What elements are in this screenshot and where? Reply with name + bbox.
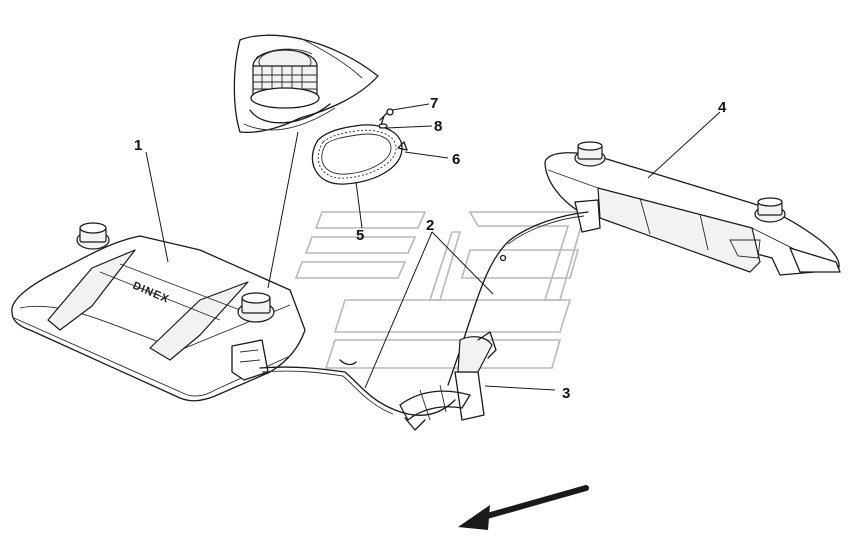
callout-4: 4 [718,99,727,116]
tank-secondary [544,141,841,276]
direction-arrow-icon [458,485,589,530]
callout-1: 1 [134,137,142,154]
callout-8: 8 [434,118,442,135]
filler-fitting [399,331,497,431]
tank-main: DINEX [11,222,306,402]
callout-2: 2 [426,217,434,234]
leader-lines [145,103,721,391]
hose-assembly [259,211,589,416]
watermark-logo [294,211,587,369]
fasteners [378,108,408,151]
callout-3: 3 [562,385,570,402]
callout-5: 5 [356,227,364,244]
callout-6: 6 [452,151,460,168]
ring-gasket [311,124,403,185]
callout-7: 7 [430,95,438,112]
inset-detail-view [233,34,379,134]
